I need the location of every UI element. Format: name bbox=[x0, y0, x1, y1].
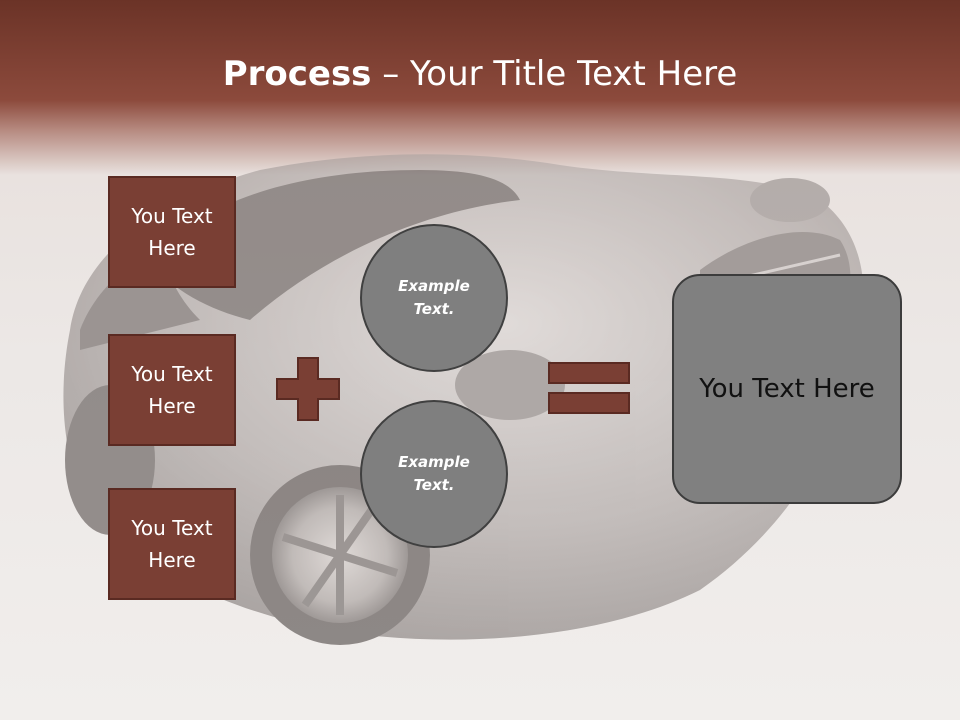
left-box-1: You Text Here bbox=[108, 176, 236, 288]
example-circle-2: Example Text. bbox=[360, 400, 508, 548]
result-box-label: You Text Here bbox=[699, 374, 875, 404]
plus-icon bbox=[276, 357, 340, 421]
left-box-3: You Text Here bbox=[108, 488, 236, 600]
result-box: You Text Here bbox=[672, 274, 902, 504]
title-rest: – Your Title Text Here bbox=[371, 54, 738, 94]
equals-icon bbox=[548, 362, 630, 414]
example-circle-2-label: Example Text. bbox=[398, 453, 470, 494]
example-circle-1: Example Text. bbox=[360, 224, 508, 372]
left-box-2: You Text Here bbox=[108, 334, 236, 446]
left-box-3-label: You Text Here bbox=[131, 516, 213, 572]
left-box-1-label: You Text Here bbox=[131, 204, 213, 260]
left-box-2-label: You Text Here bbox=[131, 362, 213, 418]
title-bold: Process bbox=[222, 54, 372, 94]
example-circle-1-label: Example Text. bbox=[398, 277, 470, 318]
slide-title: Process – Your Title Text Here bbox=[0, 52, 960, 96]
